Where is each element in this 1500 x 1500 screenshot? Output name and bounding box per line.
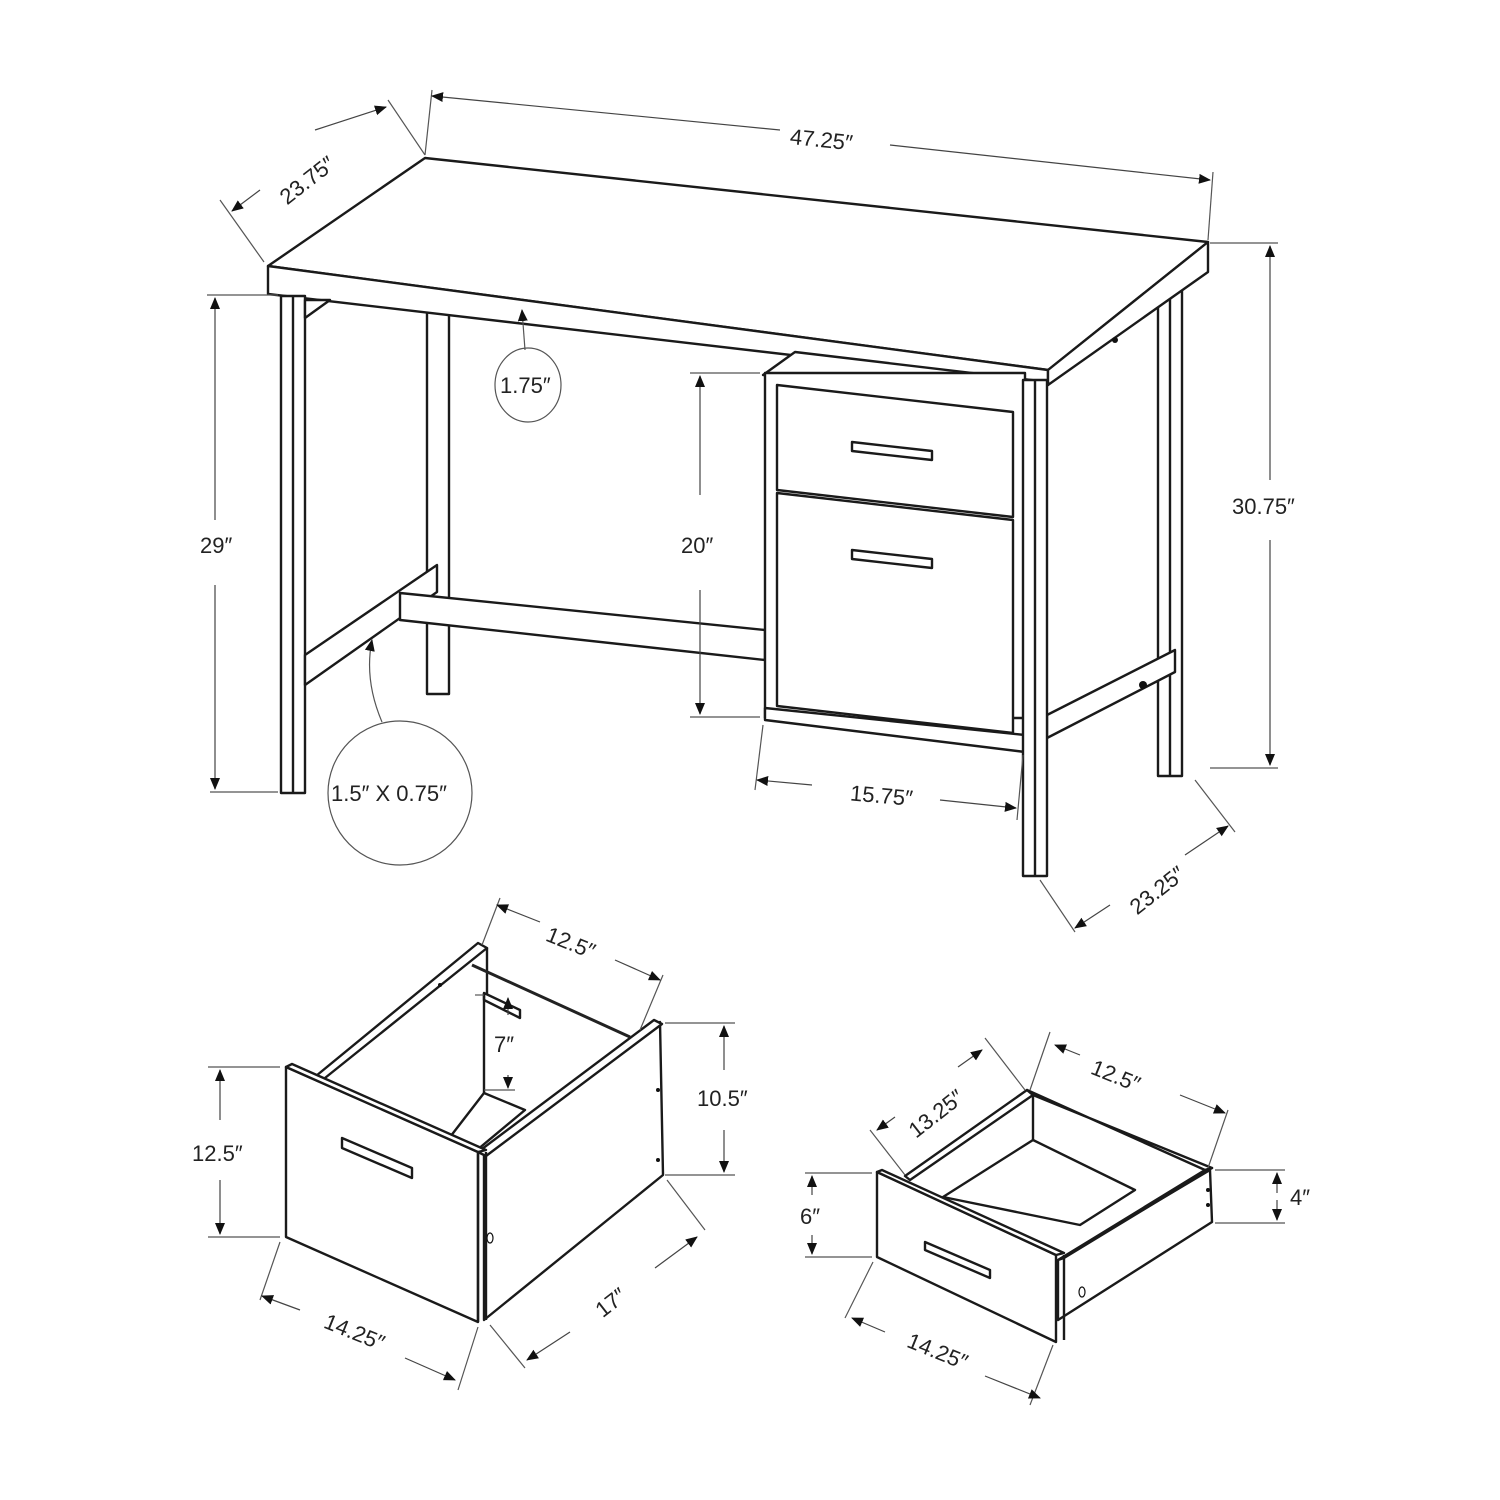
small-drawer-interior-width-label: 12.5″ (1088, 1055, 1144, 1097)
total-height-label: 30.75″ (1232, 494, 1295, 519)
front-left-leg (279, 294, 307, 795)
file-drawer-interior-width-label: 12.5″ (543, 922, 599, 964)
small-drawer-front-height-label: 6″ (800, 1204, 820, 1229)
small-drawer-depth-label: 13.25″ (904, 1084, 969, 1143)
file-drawer-front-width-label: 14.25″ (321, 1309, 389, 1356)
leg-height-label: 29″ (200, 533, 232, 558)
desk-drawing (266, 156, 1210, 878)
leg-profile-label: 1.5″ X 0.75″ (331, 781, 447, 806)
file-drawer-dimensions: 12.5″ 7″ 10.5″ 12.5″ 14.25″ 17″ (192, 897, 748, 1391)
small-drawer-handle-detail (923, 1240, 992, 1280)
file-drawer-handle-detail (340, 1136, 414, 1180)
file-drawer-front-height-label: 12.5″ (192, 1141, 243, 1166)
small-drawer-side-height-label: 4″ (1290, 1185, 1310, 1210)
cabinet-height-label: 20″ (681, 533, 713, 558)
back-right-leg (1156, 288, 1184, 778)
file-drawer-side-panel (482, 1020, 665, 1322)
top-thickness-label: 1.75″ (500, 373, 551, 398)
left-side-stretcher (303, 563, 439, 687)
file-drawer-rail-height-label: 7″ (494, 1032, 514, 1057)
top-drawer-handle (850, 440, 934, 462)
desk-depth-label: 23.75″ (275, 151, 340, 210)
file-drawer-handle (850, 548, 934, 570)
front-right-leg (1021, 378, 1049, 878)
file-drawer-side-height-label: 10.5″ (697, 1086, 748, 1111)
back-left-leg (425, 310, 451, 696)
file-drawer-front (775, 491, 1015, 735)
file-drawer-drawing (284, 941, 665, 1324)
back-stretcher (398, 591, 767, 662)
right-side-stretcher (1045, 648, 1177, 740)
desk-width-label: 47.25″ (789, 124, 854, 155)
file-drawer-depth-label: 17″ (590, 1283, 631, 1323)
cabinet (761, 350, 1050, 754)
cabinet-width-label: 15.75″ (849, 780, 914, 810)
desk-base-depth-label: 23.25″ (1125, 861, 1190, 920)
small-drawer-drawing (875, 1088, 1214, 1344)
small-drawer-front-width-label: 14.25″ (904, 1328, 972, 1375)
